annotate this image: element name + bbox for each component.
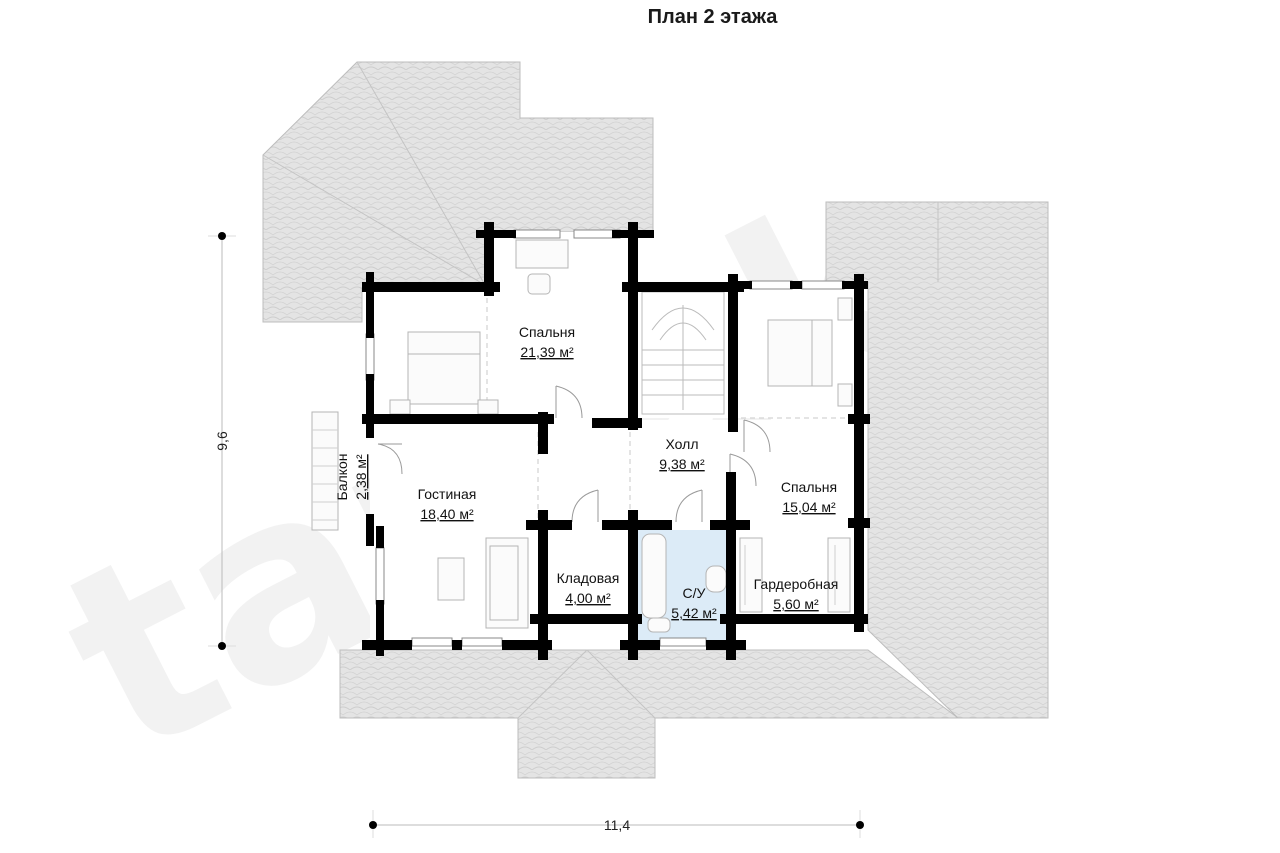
room-area: 15,04 м² [782,499,836,515]
walls [362,222,870,660]
opening-lines [486,298,852,520]
plan-title: План 2 этажа [647,6,778,28]
toilet [647,617,671,633]
washbasin [705,565,727,593]
room-name: С/У [683,585,706,601]
bathtub [641,533,667,619]
room-name: Гардеробная [754,576,839,592]
room-area: 2,38 м² [353,454,369,500]
wardrobe-left [739,537,763,613]
room-area: 4,00 м² [565,590,611,606]
room-area: 18,40 м² [420,506,474,522]
room-area: 5,60 м² [773,596,819,612]
height-dimension: 9,6 [214,431,230,451]
width-dimension: 11,4 [604,817,630,833]
roof-south [339,649,960,779]
coffee-table [437,557,465,601]
wardrobe-right [827,537,851,613]
room-area: 9,38 м² [659,456,705,472]
room-name: Балкон [334,454,350,501]
room-name: Кладовая [557,570,620,586]
room-name: Холл [666,436,699,452]
windows [365,229,845,647]
roof-ridges [262,61,939,719]
chair [527,273,551,295]
dimension-lines: 9,6 11,4 [208,232,864,838]
room-name: Гостиная [418,486,477,502]
desk [515,239,569,269]
room-name: Спальня [781,479,837,495]
room-area: 5,42 м² [671,605,717,621]
door-swings [377,385,771,523]
room-labels: Спальня 21,39 м² Холл 9,38 м² Спальня 15… [334,324,838,621]
roof-areas [262,61,1049,779]
room-area: 21,39 м² [520,344,574,360]
furniture [311,239,853,633]
room-name: Спальня [519,324,575,340]
balcony-frame [311,411,339,531]
